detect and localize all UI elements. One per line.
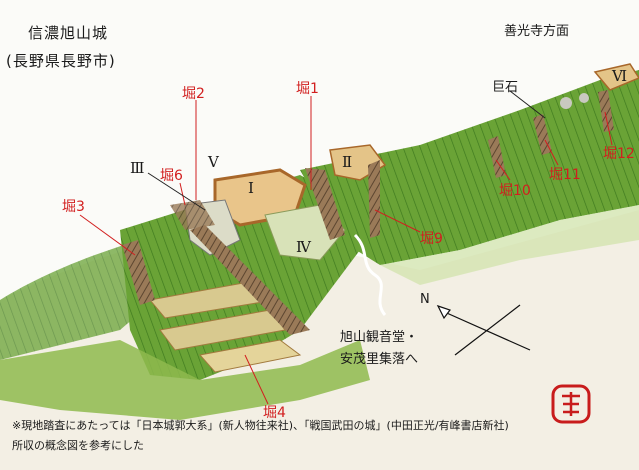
moat-3-label: 堀3 xyxy=(62,199,85,215)
moat-11-label: 堀11 xyxy=(549,167,581,183)
moat-2-label: 堀2 xyxy=(182,86,205,102)
east-ridge xyxy=(300,70,639,265)
direction-label: 善光寺方面 xyxy=(504,24,570,39)
seal-glyph xyxy=(562,392,580,416)
lower-slope xyxy=(0,340,370,420)
compass-north-label: N xyxy=(420,292,430,307)
leader-lines xyxy=(79,96,613,405)
seal-stamp xyxy=(551,384,591,424)
moat-9-cut xyxy=(368,160,380,238)
route-label-line2: 安茂里集落へ xyxy=(340,352,419,367)
bailey-5-label: Ⅴ xyxy=(208,153,219,171)
black-leaders xyxy=(147,90,546,211)
moat-4-label: 堀4 xyxy=(263,405,286,421)
bailey-1-label: Ⅰ xyxy=(248,179,254,197)
source-note-line1: ※現地踏査にあたっては「日本城郭大系」(新人物往来社)、「戦国武田の城」(中田正… xyxy=(12,419,509,432)
bailey-6-label: Ⅵ xyxy=(612,67,628,85)
moat-6-cut xyxy=(170,200,215,230)
terrace-2 xyxy=(159,309,286,351)
route-label-line1: 旭山観音堂・ xyxy=(340,330,419,345)
tree xyxy=(579,93,589,103)
moat-1-cut xyxy=(305,168,345,240)
moat-3-cut xyxy=(122,240,155,305)
moat-12-label: 堀12 xyxy=(603,146,635,162)
bailey-2-label: Ⅱ xyxy=(342,153,353,171)
moat-2-cut xyxy=(190,225,310,335)
bailey-3-label: Ⅲ xyxy=(130,159,145,177)
left-ridge xyxy=(0,240,155,360)
landmark-stone-label: 巨石 xyxy=(492,80,519,95)
terrace-3 xyxy=(199,339,302,373)
diagram-subtitle: (長野県長野市) xyxy=(6,52,116,70)
moat-1-label: 堀1 xyxy=(296,81,319,97)
mountain-path xyxy=(353,233,387,316)
moat-12-cut xyxy=(598,90,614,132)
tree xyxy=(560,97,572,109)
diagram-title: 信濃旭山城 xyxy=(28,24,109,42)
moat-6-label: 堀6 xyxy=(160,168,183,184)
east-ridge-shade xyxy=(380,205,639,285)
bailey-4-label: Ⅳ xyxy=(296,238,311,256)
compass-arrow xyxy=(436,304,531,356)
source-note-line2: 所収の概念図を参考にした xyxy=(12,439,144,452)
moat-9-label: 堀9 xyxy=(420,231,443,247)
moat-10-label: 堀10 xyxy=(499,183,531,199)
bailey-6-area xyxy=(593,63,639,91)
